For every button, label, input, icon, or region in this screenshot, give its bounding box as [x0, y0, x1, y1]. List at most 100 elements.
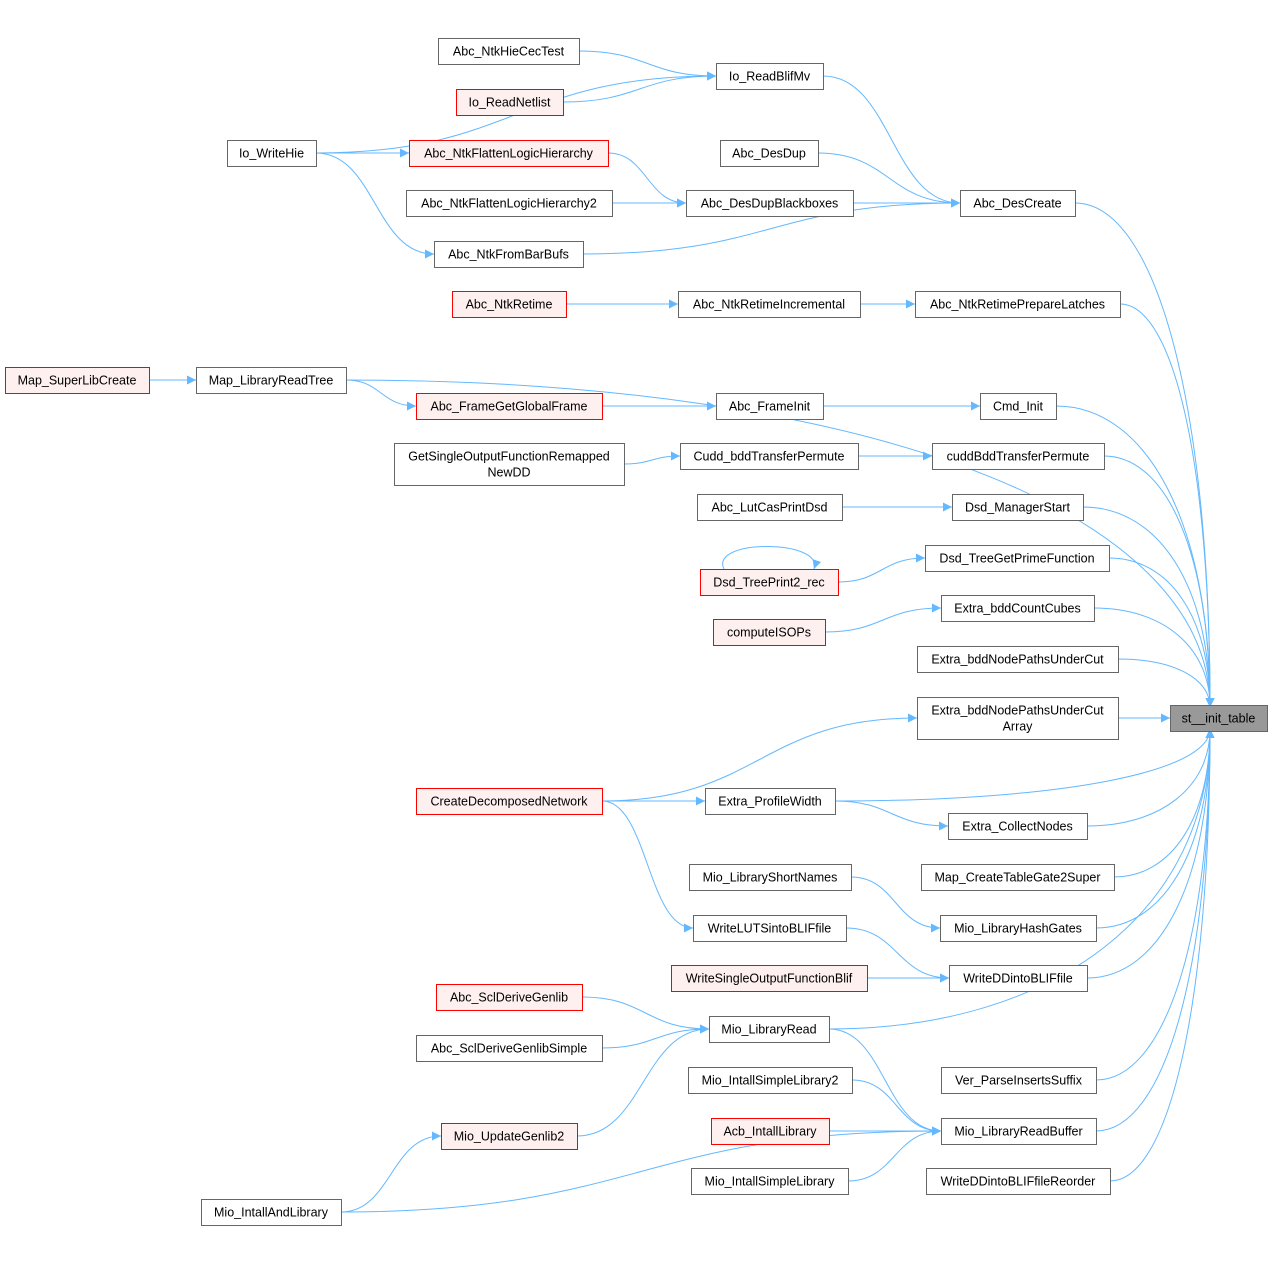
node-box [713, 619, 826, 646]
function-node[interactable]: Io_ReadNetlist [456, 89, 564, 116]
node-label: st__init_table [1182, 712, 1256, 726]
function-node[interactable]: Cmd_Init [980, 393, 1057, 420]
node-box [201, 1199, 342, 1226]
node-box [705, 788, 836, 815]
node-label: CreateDecomposedNetwork [430, 795, 588, 809]
node-box [915, 291, 1121, 318]
call-edge [850, 876, 941, 933]
function-node[interactable]: WriteSingleOutputFunctionBlif [671, 965, 868, 992]
function-node[interactable]: Mio_LibraryShortNames [689, 864, 852, 891]
function-node[interactable]: Mio_IntallSimpleLibrary [691, 1168, 849, 1195]
node-box [940, 915, 1097, 942]
node-label: WriteSingleOutputFunctionBlif [686, 972, 853, 986]
function-node[interactable]: Ver_ParseInsertsSuffix [941, 1067, 1097, 1094]
node-box [406, 190, 613, 217]
node-label: Extra_bddNodePathsUnderCut [931, 653, 1104, 667]
function-node[interactable]: Abc_NtkFromBarBufs [434, 241, 584, 268]
function-node[interactable]: Map_SuperLibCreate [5, 367, 150, 394]
node-label: Map_CreateTableGate2Super [934, 871, 1100, 885]
node-box [711, 1118, 830, 1145]
function-node[interactable]: Map_CreateTableGate2Super [921, 864, 1115, 891]
node-box [960, 190, 1076, 217]
node-label: Extra_bddNodePathsUnderCut [931, 704, 1104, 718]
function-node[interactable]: Dsd_TreeGetPrimeFunction [925, 545, 1110, 572]
function-node[interactable]: Abc_DesDupBlackboxes [686, 190, 854, 217]
function-node[interactable]: Abc_NtkRetime [452, 291, 567, 318]
function-node[interactable]: Dsd_TreePrint2_rec [700, 569, 839, 596]
node-label: Cudd_bddTransferPermute [693, 450, 844, 464]
node-box [926, 1168, 1111, 1195]
function-node[interactable]: Io_ReadBlifMv [716, 63, 824, 90]
function-node[interactable]: Abc_FrameInit [716, 393, 824, 420]
node-box [952, 494, 1084, 521]
node-box [1170, 705, 1268, 732]
function-node[interactable]: Extra_CollectNodes [948, 813, 1088, 840]
call-edge [847, 1126, 942, 1182]
node-box [678, 291, 861, 318]
function-node[interactable]: Abc_LutCasPrintDsd [697, 494, 843, 521]
node-label: Abc_FrameInit [729, 400, 811, 414]
function-node[interactable]: Dsd_ManagerStart [952, 494, 1084, 521]
node-box [456, 89, 564, 116]
function-node[interactable]: Acb_IntallLibrary [711, 1118, 830, 1145]
function-node[interactable]: Extra_ProfileWidth [705, 788, 836, 815]
node-label: Extra_bddCountCubes [954, 602, 1080, 616]
node-label: Extra_CollectNodes [962, 820, 1072, 834]
call-edge [576, 1024, 710, 1137]
node-box [948, 813, 1088, 840]
function-node[interactable]: cuddBddTransferPermute [932, 443, 1105, 470]
call-edge [623, 451, 681, 465]
node-label: Abc_NtkHieCecTest [453, 45, 565, 59]
function-node[interactable]: WriteLUTSintoBLIFfile [693, 915, 847, 942]
function-node[interactable]: Mio_IntallAndLibrary [201, 1199, 342, 1226]
node-box [394, 443, 625, 486]
call-edge [828, 728, 1215, 1030]
node-box [227, 140, 317, 167]
function-node[interactable]: Mio_LibraryReadBuffer [941, 1118, 1097, 1145]
node-label: cuddBddTransferPermute [947, 450, 1090, 464]
function-node[interactable]: Mio_LibraryHashGates [940, 915, 1097, 942]
node-box [416, 788, 603, 815]
call-edge [817, 152, 961, 208]
node-label: Array [1003, 720, 1034, 734]
function-node[interactable]: computeISOPs [713, 619, 826, 646]
function-node[interactable]: Io_WriteHie [227, 140, 317, 167]
function-node[interactable]: CreateDecomposedNetwork [416, 788, 603, 815]
node-box [925, 545, 1110, 572]
call-edge [578, 50, 717, 81]
node-box [709, 1016, 830, 1043]
function-node[interactable]: Abc_NtkRetimeIncremental [678, 291, 861, 318]
root-function-node[interactable]: st__init_table [1170, 705, 1268, 732]
function-node[interactable]: Abc_NtkFlattenLogicHierarchy [409, 140, 609, 167]
function-node[interactable]: Mio_UpdateGenlib2 [441, 1123, 578, 1150]
function-node[interactable]: Mio_IntallSimpleLibrary2 [688, 1067, 853, 1094]
call-edge [1086, 728, 1215, 979]
function-node[interactable]: Extra_bddNodePathsUnderCut [917, 646, 1119, 673]
function-node[interactable]: Map_LibraryReadTree [196, 367, 347, 394]
call-edge [581, 996, 710, 1034]
function-node[interactable]: Abc_NtkRetimePrepareLatches [915, 291, 1121, 318]
node-box [693, 915, 847, 942]
function-node[interactable]: Abc_NtkFlattenLogicHierarchy2 [406, 190, 613, 217]
function-node[interactable]: Abc_DesCreate [960, 190, 1076, 217]
call-edge [1103, 455, 1215, 708]
function-node[interactable]: Abc_NtkHieCecTest [438, 38, 580, 65]
node-box [691, 1168, 849, 1195]
node-label: Abc_SclDeriveGenlibSimple [431, 1042, 587, 1056]
node-label: Io_ReadNetlist [469, 96, 552, 110]
node-label: Abc_DesCreate [973, 197, 1061, 211]
function-node[interactable]: Extra_bddCountCubes [941, 595, 1095, 622]
function-node[interactable]: WriteDDintoBLIFfile [949, 965, 1088, 992]
function-node[interactable]: Cudd_bddTransferPermute [680, 443, 859, 470]
node-box [949, 965, 1088, 992]
function-node[interactable]: WriteDDintoBLIFfileReorder [926, 1168, 1111, 1195]
function-node[interactable]: Abc_FrameGetGlobalFrame [416, 393, 603, 420]
node-label: Dsd_TreePrint2_rec [713, 576, 824, 590]
call-edge [1117, 658, 1215, 708]
function-node[interactable]: Abc_SclDeriveGenlibSimple [416, 1035, 603, 1062]
function-node[interactable]: Abc_DesDup [720, 140, 819, 167]
function-node[interactable]: Mio_LibraryRead [709, 1016, 830, 1043]
function-node[interactable]: Abc_SclDeriveGenlib [436, 984, 583, 1011]
